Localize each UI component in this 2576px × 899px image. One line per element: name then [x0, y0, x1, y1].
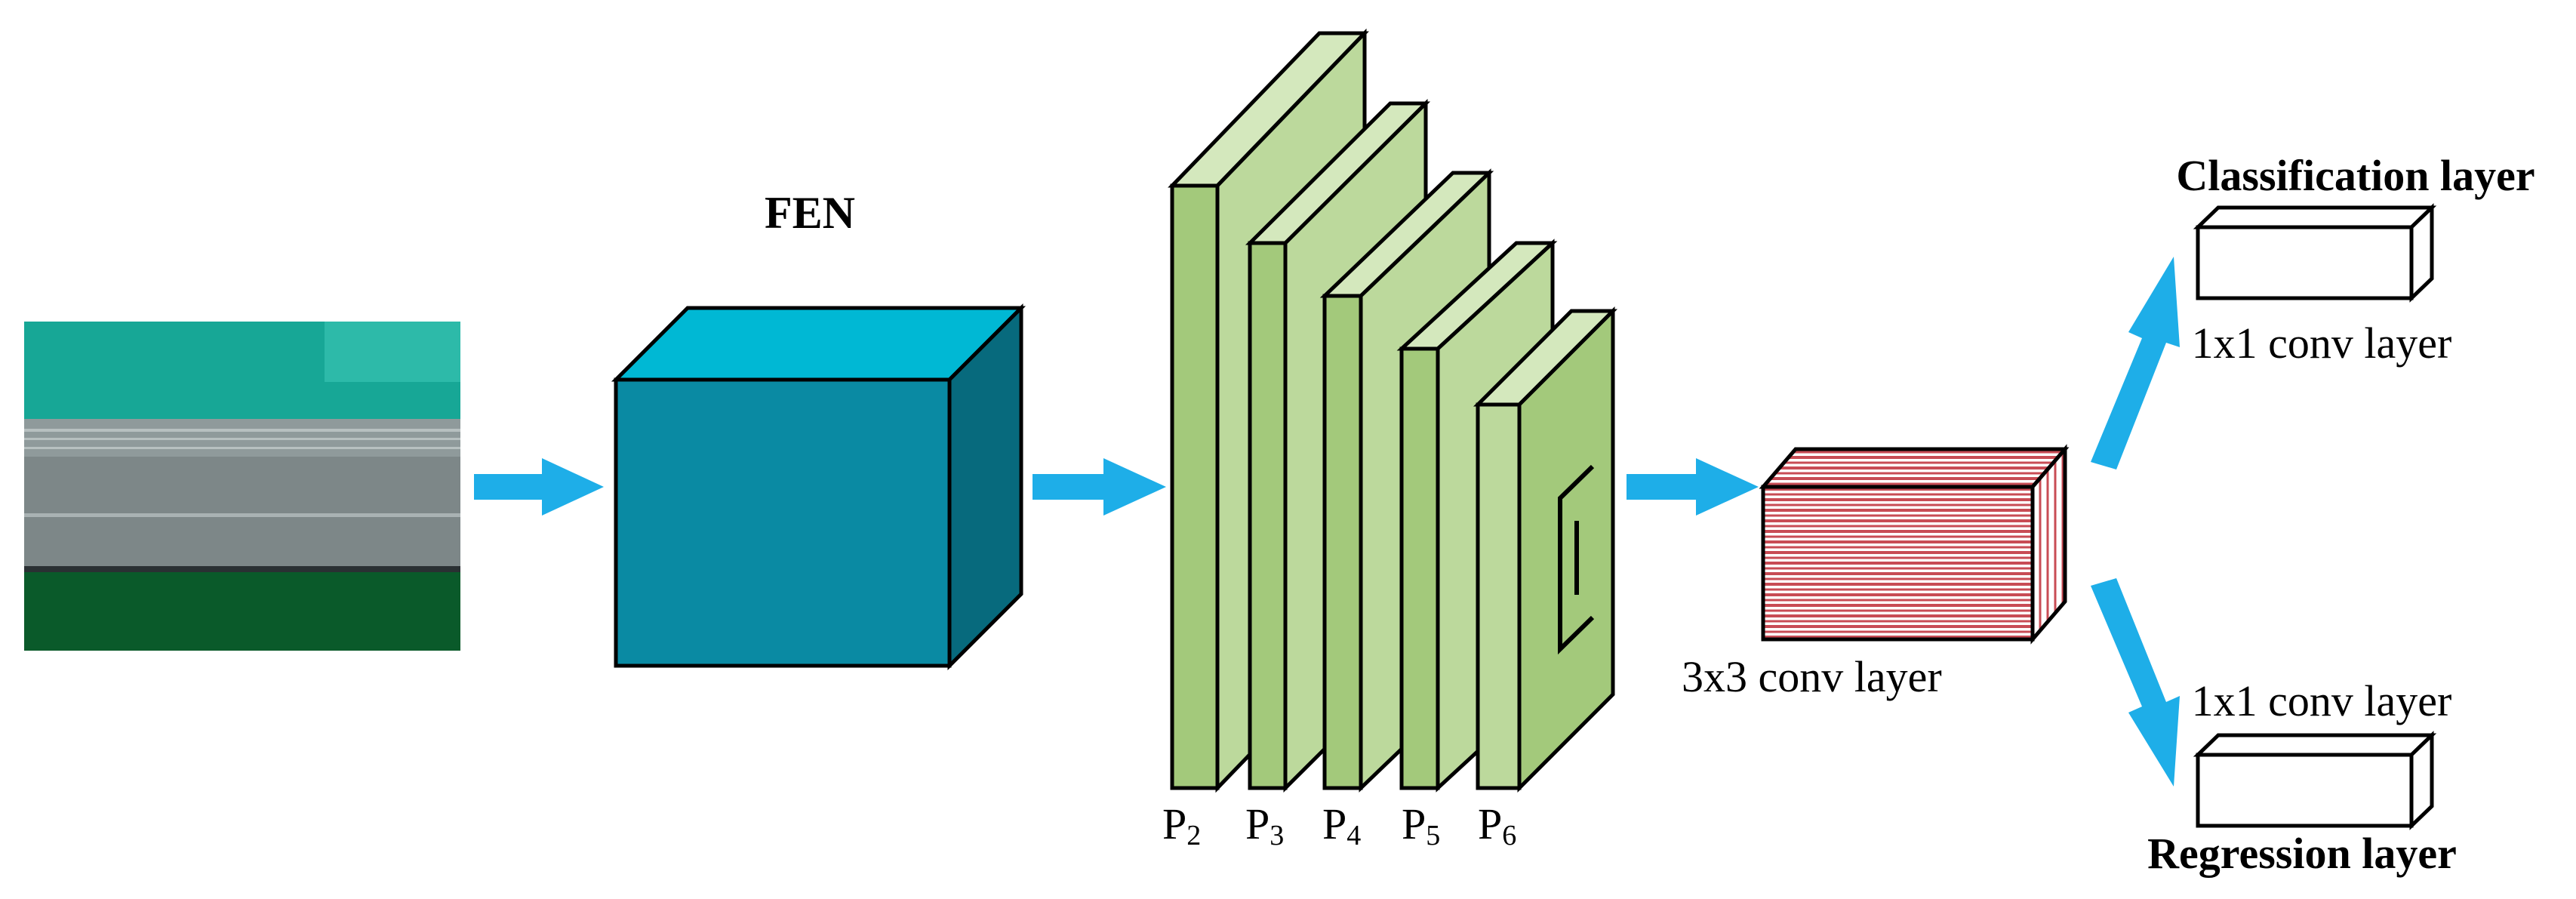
pyramid-level-p6 — [1473, 306, 1618, 793]
feature-pyramid — [1168, 28, 1618, 793]
input-image — [24, 322, 460, 651]
conv3x3-block — [1759, 444, 2070, 645]
arrow-to-regression — [2091, 578, 2180, 787]
regression-title: Regression layer — [2147, 829, 2457, 878]
classification-title: Classification layer — [2176, 151, 2534, 200]
regression-conv-label: 1x1 conv layer — [2192, 676, 2452, 725]
sliding-window-icon — [1558, 464, 1595, 655]
classification-conv-label: 1x1 conv layer — [2192, 319, 2452, 368]
label-p2: P2 — [1162, 799, 1201, 851]
label-p3: P3 — [1245, 799, 1284, 851]
conv3x3-label: 3x3 conv layer — [1682, 652, 1942, 701]
pyramid-labels: P2 P3 P4 P5 P6 — [1162, 799, 1516, 851]
regression-conv-block — [2193, 731, 2437, 830]
arrow-image-to-fen — [474, 458, 604, 516]
arrow-to-classification — [2091, 257, 2180, 470]
fen-label: FEN — [765, 188, 855, 238]
arrow-fen-to-pyramid — [1033, 458, 1166, 516]
label-p5: P5 — [1402, 799, 1440, 851]
arrow-pyramid-to-conv — [1627, 458, 1759, 516]
label-p4: P4 — [1322, 799, 1361, 851]
classification-conv-block — [2193, 203, 2437, 303]
label-p6: P6 — [1478, 799, 1516, 851]
fen-block — [611, 303, 1026, 671]
